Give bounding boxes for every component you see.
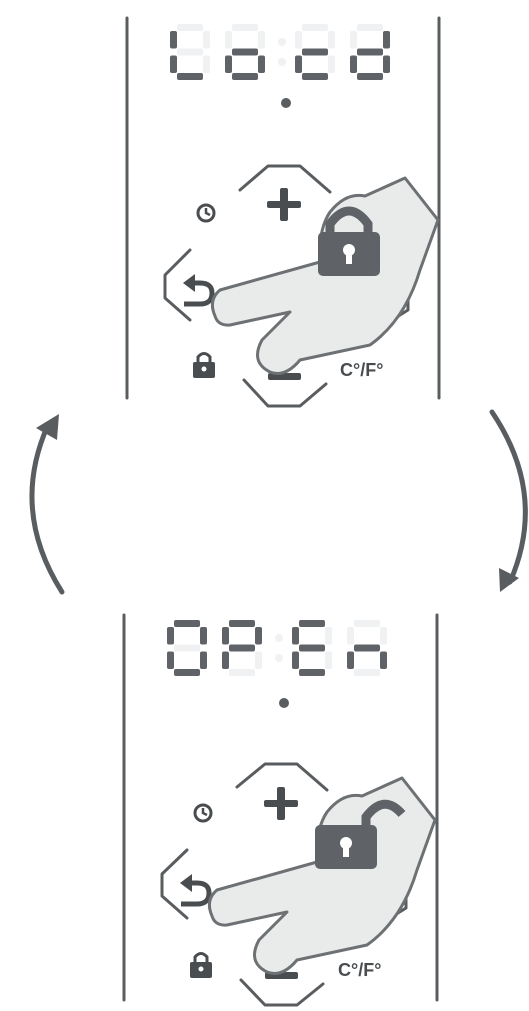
seven-segment-display bbox=[167, 620, 387, 676]
display-segment bbox=[299, 620, 325, 627]
display-segment bbox=[383, 55, 390, 73]
display-segment bbox=[380, 651, 387, 669]
display-colon bbox=[275, 654, 283, 662]
display-segment bbox=[302, 48, 328, 56]
display-segment bbox=[380, 627, 387, 645]
indicator-dot bbox=[279, 698, 289, 708]
back-icon[interactable] bbox=[180, 874, 212, 907]
seven-segment-display bbox=[170, 24, 390, 80]
display-segment bbox=[258, 55, 265, 73]
display-colon bbox=[275, 634, 283, 642]
display-segment bbox=[357, 24, 383, 31]
display-segment bbox=[229, 644, 255, 652]
display-digit bbox=[170, 24, 210, 80]
display-segment bbox=[354, 669, 380, 676]
display-colon bbox=[278, 38, 286, 46]
display-segment bbox=[357, 48, 383, 56]
display-segment bbox=[229, 669, 255, 676]
indicator-dot bbox=[281, 98, 291, 108]
display-segment bbox=[174, 669, 200, 676]
display-segment bbox=[174, 644, 200, 652]
unit-toggle-label[interactable]: C°/F° bbox=[340, 360, 383, 380]
display-segment bbox=[299, 644, 325, 652]
child-lock-icon[interactable] bbox=[193, 352, 215, 379]
display-segment bbox=[295, 31, 302, 49]
display-segment bbox=[325, 651, 332, 669]
panel-unlocked: C°/F° bbox=[122, 613, 439, 1007]
display-segment bbox=[302, 73, 328, 80]
display-segment bbox=[325, 627, 332, 645]
display-segment bbox=[177, 24, 203, 31]
display-segment bbox=[167, 627, 174, 645]
display-segment bbox=[200, 651, 207, 669]
display-segment bbox=[167, 651, 174, 669]
display-segment bbox=[328, 55, 335, 73]
plus-icon[interactable] bbox=[264, 787, 298, 820]
display-digit bbox=[350, 24, 390, 80]
display-digit bbox=[167, 620, 207, 676]
display-digit bbox=[222, 620, 262, 676]
clock-icon[interactable] bbox=[196, 203, 216, 223]
clock-icon[interactable] bbox=[193, 803, 213, 823]
display-digit bbox=[225, 24, 265, 80]
display-segment bbox=[222, 627, 229, 645]
display-segment bbox=[232, 24, 258, 31]
display-segment bbox=[258, 31, 265, 49]
panel-locked: C°/F° bbox=[125, 16, 441, 408]
back-icon[interactable] bbox=[183, 274, 215, 307]
display-segment bbox=[170, 31, 177, 49]
padlock-open-icon bbox=[315, 799, 406, 869]
cycle-arrow-right-icon bbox=[489, 409, 528, 592]
display-digit bbox=[292, 620, 332, 676]
display-segment bbox=[170, 55, 177, 73]
display-segment bbox=[229, 620, 255, 627]
display-segment bbox=[350, 31, 357, 49]
display-segment bbox=[255, 627, 262, 645]
display-segment bbox=[255, 651, 262, 669]
display-segment bbox=[177, 48, 203, 56]
display-segment bbox=[203, 31, 210, 49]
display-segment bbox=[225, 55, 232, 73]
display-segment bbox=[350, 55, 357, 73]
plus-icon[interactable] bbox=[267, 188, 301, 221]
display-segment bbox=[357, 73, 383, 80]
display-segment bbox=[200, 627, 207, 645]
display-segment bbox=[302, 24, 328, 31]
display-segment bbox=[232, 48, 258, 56]
display-segment bbox=[354, 620, 380, 627]
display-segment bbox=[347, 627, 354, 645]
display-segment bbox=[328, 31, 335, 49]
padlock-closed-icon bbox=[318, 206, 380, 276]
display-segment bbox=[177, 73, 203, 80]
display-segment bbox=[203, 55, 210, 73]
display-segment bbox=[232, 73, 258, 80]
display-segment bbox=[383, 31, 390, 49]
display-segment bbox=[222, 651, 229, 669]
display-segment bbox=[354, 644, 380, 652]
display-digit bbox=[295, 24, 335, 80]
display-segment bbox=[225, 31, 232, 49]
display-segment bbox=[299, 669, 325, 676]
display-segment bbox=[292, 627, 299, 645]
display-segment bbox=[292, 651, 299, 669]
display-segment bbox=[347, 651, 354, 669]
child-lock-icon[interactable] bbox=[190, 952, 212, 979]
cycle-arrow-left-icon bbox=[29, 414, 65, 595]
display-digit bbox=[347, 620, 387, 676]
unit-toggle-label[interactable]: C°/F° bbox=[338, 960, 381, 980]
display-colon bbox=[278, 58, 286, 66]
display-segment bbox=[174, 620, 200, 627]
display-segment bbox=[295, 55, 302, 73]
